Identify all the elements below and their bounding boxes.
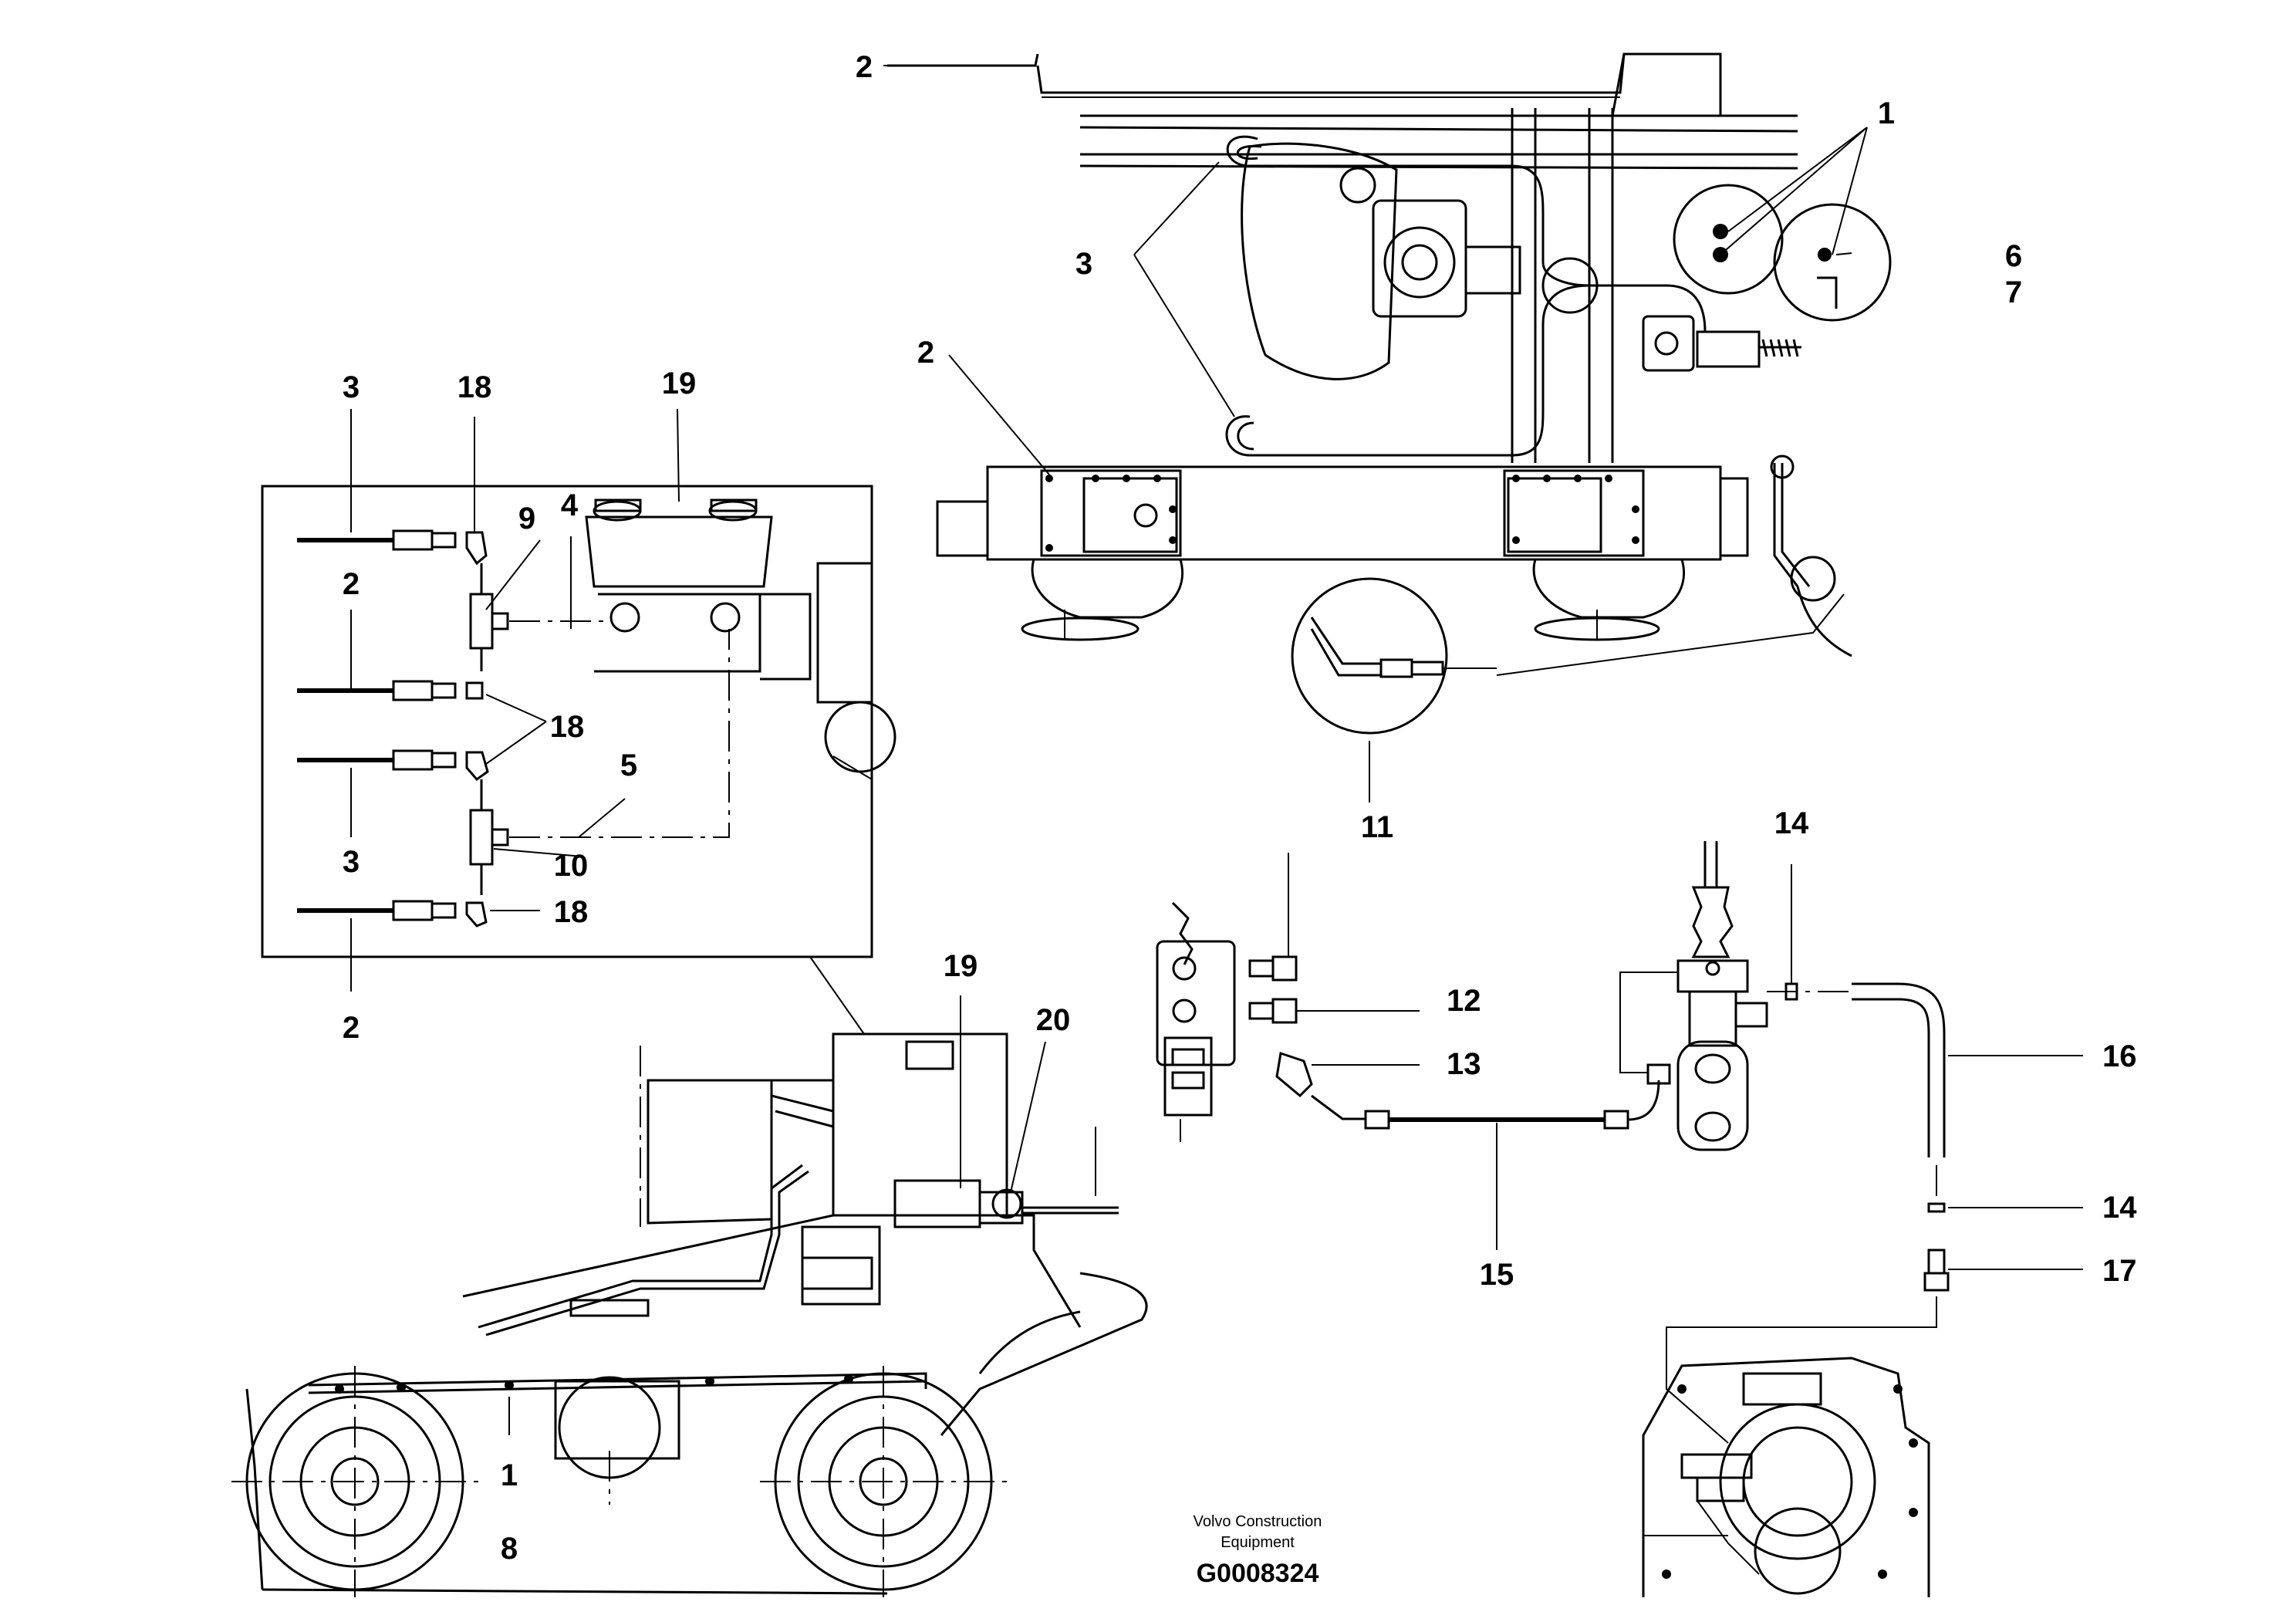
callout-7: 7: [2005, 275, 2022, 309]
callout-8: 8: [501, 1532, 518, 1566]
callout-20: 20: [1036, 1003, 1071, 1037]
callout-1: 1: [1878, 96, 1895, 130]
leader-lines: [350, 65, 1868, 1435]
callout-16: 16: [2102, 1039, 2137, 1073]
callout-18: 18: [458, 370, 492, 404]
company-name: Volvo Construction: [1194, 1513, 1322, 1530]
callout-3: 3: [1075, 247, 1092, 281]
callout-labels: 2 1 6 7 3 2 11 3 18 19 9 4 2 18 5 3 10 1…: [343, 50, 2137, 1566]
callout-18: 18: [550, 710, 585, 744]
axle-frame-assembly: [887, 52, 1892, 676]
company-name-line2: Equipment: [1221, 1534, 1295, 1551]
callout-6: 6: [2005, 239, 2022, 273]
callout-12: 12: [1447, 984, 1481, 1018]
callout-11: 11: [1361, 810, 1393, 844]
callout-19: 19: [662, 367, 697, 400]
callout-14: 14: [2102, 1191, 2137, 1225]
fitting-detail-11: [1291, 577, 1497, 735]
callout-2: 2: [917, 336, 934, 370]
machine-side-view: [231, 1032, 1148, 1597]
callout-1: 1: [501, 1458, 518, 1492]
document-id: G0008324: [1197, 1559, 1319, 1588]
callout-13: 13: [1447, 1047, 1481, 1081]
callout-9: 9: [518, 502, 535, 536]
callout-17: 17: [2102, 1254, 2137, 1288]
footer: Volvo Construction Equipment G0008324: [1194, 1513, 1322, 1588]
callout-14: 14: [1774, 806, 1809, 840]
detail-box-leader: [809, 956, 865, 1035]
callout-2: 2: [343, 1011, 360, 1045]
callout-5: 5: [620, 748, 637, 782]
pedal-valve-assembly: [1619, 841, 2083, 1597]
callout-19: 19: [944, 949, 978, 983]
callout-4: 4: [561, 488, 579, 522]
callout-10: 10: [554, 849, 589, 883]
callout-2: 2: [856, 50, 873, 84]
callout-18: 18: [554, 895, 589, 929]
valve-assembly: [1156, 853, 1671, 1250]
callout-3: 3: [343, 845, 360, 879]
callout-3: 3: [343, 370, 360, 404]
master-cylinder-detail-box: [261, 485, 896, 958]
callout-15: 15: [1480, 1258, 1514, 1292]
callout-2: 2: [343, 567, 360, 601]
